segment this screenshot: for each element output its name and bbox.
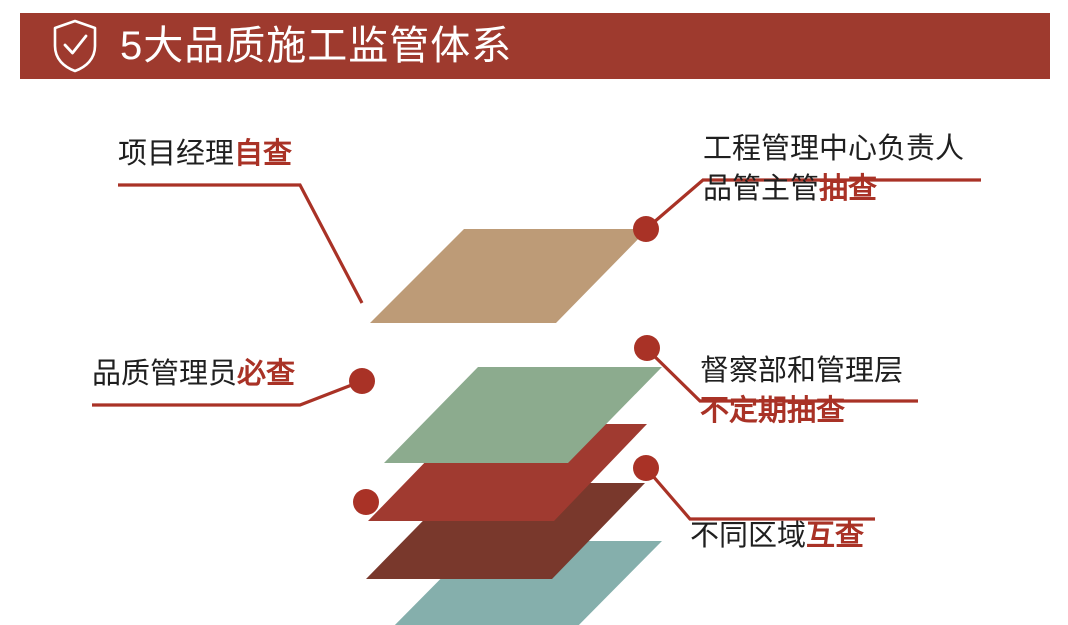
callout-engineering-center-line2-text: 品管主管: [703, 173, 820, 205]
layer-sage-green-layer: [384, 367, 662, 463]
page-title: 5大品质施工监管体系: [120, 24, 513, 68]
layer-dark-maroon-layer: [366, 483, 645, 579]
callout-project-manager-text: 项目经理: [118, 138, 235, 170]
callout-project-manager[interactable]: 项目经理自查: [118, 134, 292, 174]
shield-check-icon: [53, 19, 97, 73]
node-engineering-center[interactable]: [633, 216, 659, 242]
connector-supervision-dept: [645, 347, 918, 403]
callout-engineering-center-line1: 工程管理中心负责人: [703, 133, 965, 165]
callout-cross-area-text: 不同区域: [690, 520, 807, 552]
connector-cross-area: [644, 466, 875, 521]
callout-engineering-center-highlight: 抽查: [819, 173, 878, 205]
callout-supervision-dept-line1: 督察部和管理层: [700, 355, 904, 387]
callout-quality-manager-highlight: 必查: [237, 358, 296, 390]
callout-quality-manager[interactable]: 品质管理员必查: [92, 354, 295, 394]
layer-diagram: 项目经理自查 品质管理员必查 工程管理中心负责人 品管主管抽查 督察部和管理层 …: [0, 79, 1068, 625]
callout-quality-manager-text: 品质管理员: [92, 358, 238, 390]
node-project-manager[interactable]: [353, 489, 379, 515]
diagram-svg: [92, 178, 981, 625]
callout-engineering-center[interactable]: 工程管理中心负责人 品管主管抽查: [703, 129, 964, 209]
callout-cross-area[interactable]: 不同区域互查: [690, 516, 864, 556]
connector-engineering-center: [644, 178, 981, 231]
node-supervision-dept[interactable]: [634, 335, 660, 361]
callout-supervision-dept-line2: 不定期抽查: [700, 395, 846, 427]
callout-project-manager-highlight: 自查: [234, 138, 293, 170]
node-quality-manager[interactable]: [349, 368, 375, 394]
connector-project-manager: [118, 183, 364, 304]
connector-quality-manager: [92, 379, 363, 407]
node-cross-area[interactable]: [633, 455, 659, 481]
header-bar: 5大品质施工监管体系: [20, 13, 1050, 79]
callout-cross-area-highlight: 互查: [806, 520, 865, 552]
callout-supervision-dept[interactable]: 督察部和管理层 不定期抽查: [700, 351, 903, 431]
callout-engineering-center-line2: 品管主管抽查: [703, 169, 964, 209]
layer-top-tan-layer: [370, 229, 648, 323]
